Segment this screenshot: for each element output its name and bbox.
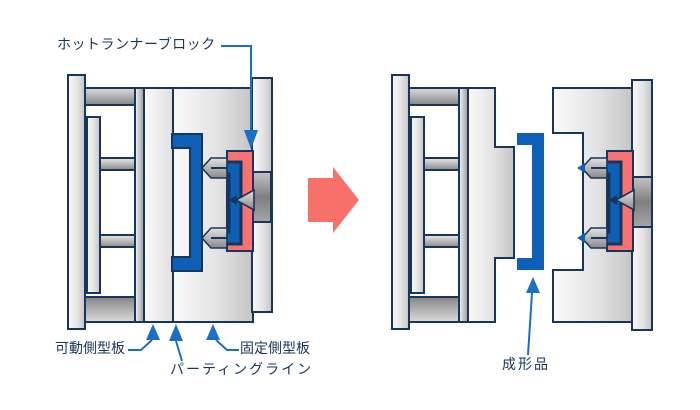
parting-line-arrow-icon [169,324,183,341]
spacer-block-bottom [84,296,136,323]
molded-product-leader-line [527,292,533,356]
ejector-pin-lower-open [423,234,460,248]
movable-side-plate-open [467,87,515,323]
support-plate-open [458,87,469,323]
movable-mounting-plate-open [391,74,410,330]
parting-line-label: パーティングライン [170,362,314,378]
spacer-block-bottom-open [408,296,460,323]
ejector-pin-upper [99,157,136,171]
sprue-bushing-open [632,176,653,228]
fixed-plate-leader-line [215,339,239,351]
transition-arrow-icon [308,167,359,233]
closed-mold-diagram [67,74,273,330]
molded-product-arrow-icon [526,277,540,293]
ejector-plate [86,116,101,294]
hot-runner-leader-line [221,45,252,132]
movable-plate-arrow-icon [146,324,160,340]
sprue-bushing [252,171,272,223]
molded-product-part [517,133,544,270]
sprue-inlet-icon [229,195,237,205]
movable-mounting-plate [67,74,86,330]
spacer-block-top [84,87,136,106]
melt-drop-top [577,163,585,173]
movable-side-plate-label: 可動側型板 [55,341,125,357]
ejector-plate-open [410,116,425,294]
movable-plate-leader-line [128,339,153,351]
parting-line-leader-line [175,340,183,362]
machine-nozzle-tip-open [614,188,635,212]
molded-part-in-cavity [171,133,203,272]
hot-runner-arrow-icon [244,130,258,149]
molded-product-label: 成形品 [502,357,550,373]
fixed-plate-arrow-icon [206,324,220,340]
open-mold-diagram [391,74,653,331]
melt-drop-bottom [577,233,585,243]
fixed-side-plate-label: 固定側型板 [240,341,310,357]
leader-lines [128,45,540,362]
ejector-pin-upper-open [423,157,460,171]
machine-nozzle-tip [234,188,255,212]
support-plate [134,87,145,323]
sprue-inlet-icon-open [609,195,617,205]
hot-runner-block-label: ホットランナーブロック [57,37,216,53]
spacer-block-top-open [408,87,460,106]
ejector-pin-lower [99,234,136,248]
